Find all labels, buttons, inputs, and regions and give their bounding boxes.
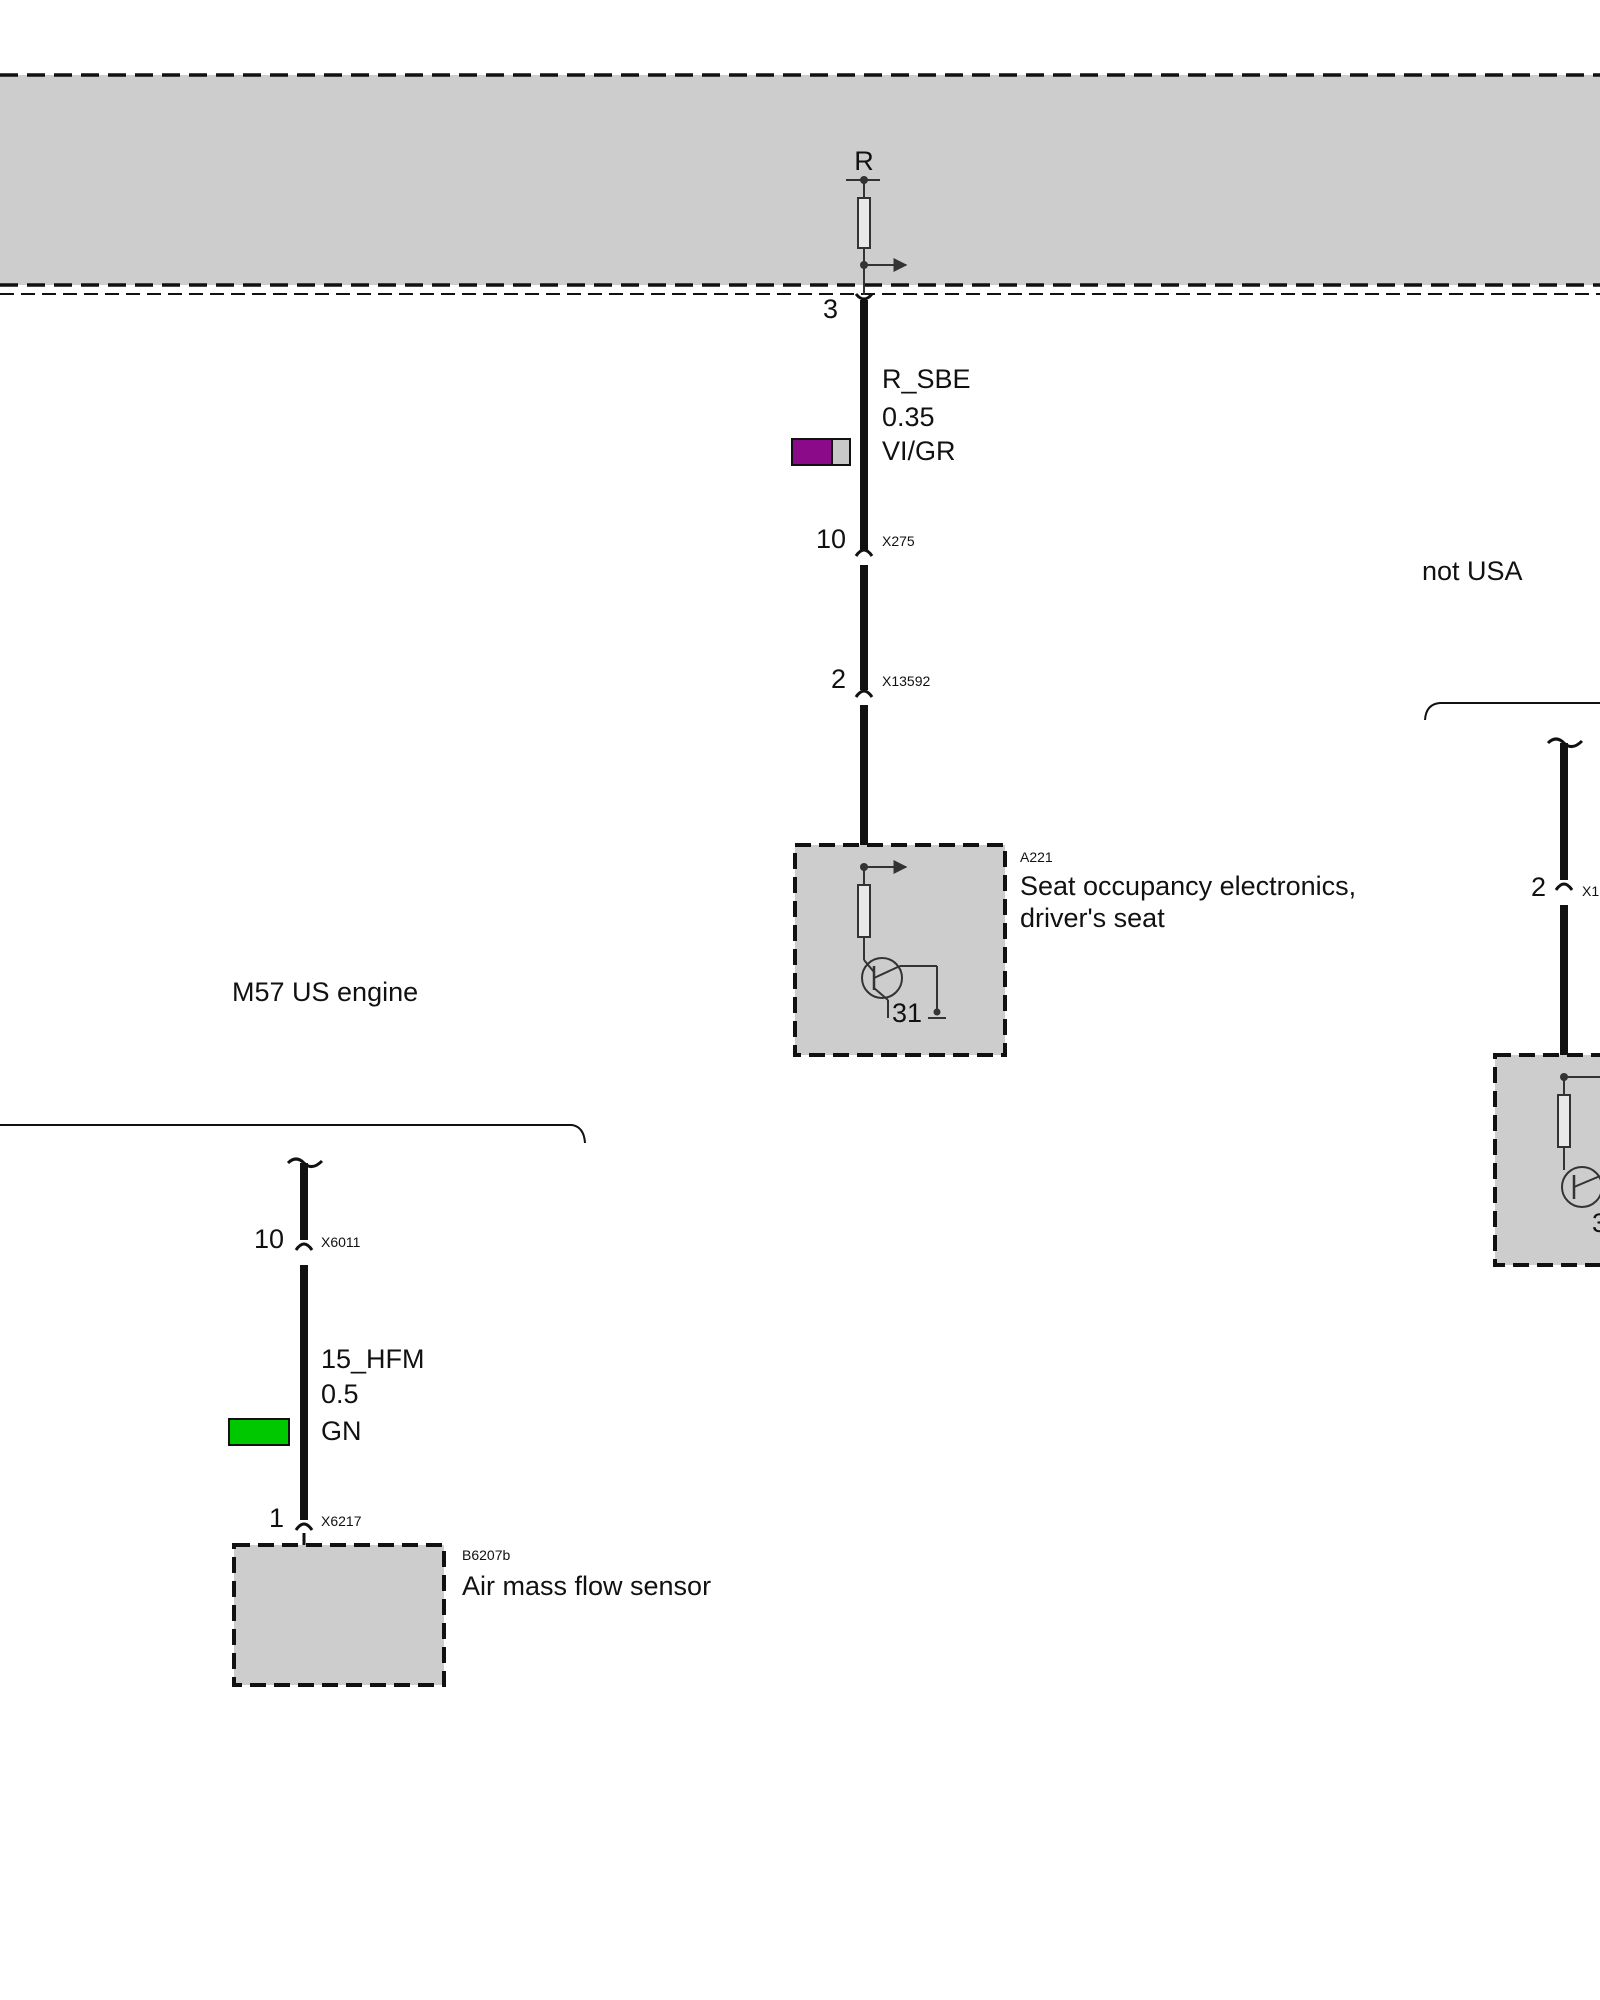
connector-right-partial-name: X1 [1582,883,1599,899]
wire-signal-label: R_SBE [882,364,971,394]
connector-x13592-pin: 2 [831,664,846,694]
wire-hfm-gauge-label: 0.5 [321,1379,359,1409]
component-a221-ground-pin: 31 [892,998,922,1028]
control-unit-box [0,73,1600,295]
connector-x275-pin: 10 [816,524,846,554]
connector-right-partial-pin: 2 [1531,872,1546,902]
control-unit-pin-label: R [854,146,874,176]
control-unit-output-pin: 3 [823,294,838,324]
wire-hfm-color-code-label: GN [321,1416,362,1446]
connector-x275-name: X275 [882,533,915,549]
variant-bracket-m57 [0,1124,586,1144]
component-b6207b-box [232,1543,446,1687]
wire-hfm-signal-label: 15_HFM [321,1344,425,1374]
component-a221-name-line1: Seat occupancy electronics, [1020,871,1356,901]
variant-label-not-usa: not USA [1422,556,1523,586]
variant-label-m57: M57 US engine [232,977,418,1007]
control-unit-internal-circuit [846,176,908,295]
wire-gauge-label: 0.35 [882,402,935,432]
wire-15-hfm [286,1157,324,1545]
component-a221-box [793,843,1007,1057]
connector-x6011-name: X6011 [321,1234,361,1250]
wire-r-sbe [854,293,874,845]
wire-color-swatch-gn [228,1418,290,1446]
component-a221-code: A221 [1020,849,1053,865]
component-right-partial-ground-pin: 3 [1592,1208,1600,1238]
connector-x6217-name: X6217 [321,1513,362,1529]
variant-bracket-not-usa [1424,702,1600,721]
connector-x6011-pin: 10 [254,1224,284,1254]
component-a221-name-line2: driver's seat [1020,903,1165,933]
component-b6207b-name: Air mass flow sensor [462,1571,711,1601]
component-right-partial-box [1493,1053,1600,1267]
component-b6207b-code: B6207b [462,1547,510,1563]
connector-x6217-pin: 1 [269,1503,284,1533]
connector-x13592-name: X13592 [882,673,930,689]
wire-color-code-label: VI/GR [882,436,956,466]
wire-color-swatch-vi-gr [791,438,851,466]
wire-right-partial [1546,737,1584,1055]
